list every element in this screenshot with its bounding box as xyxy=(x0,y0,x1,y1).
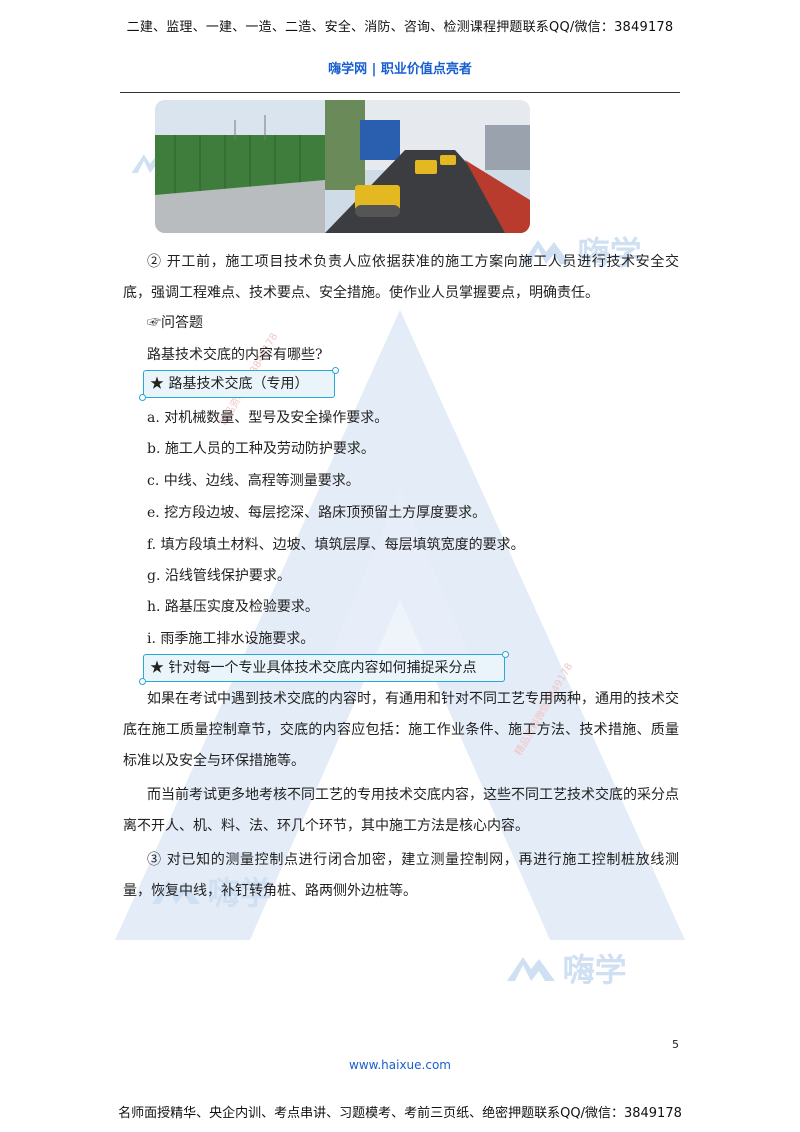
page-number: 5 xyxy=(672,1038,679,1051)
list-item: c. 中线、边线、高程等测量要求。 xyxy=(147,473,360,489)
watermark-triangle-logo xyxy=(115,310,685,940)
watermark-mountain-icon xyxy=(152,880,200,904)
bottom-promo-banner: 名师面授精华、央企内训、考点串讲、习题模考、考前三页纸、绝密押题联系QQ/微信：… xyxy=(118,1106,682,1121)
watermark-logo-top: 嗨学 xyxy=(520,228,642,274)
paragraph-briefing-types: 如果在考试中遇到技术交底的内容时，有通用和针对不同工艺专用两种，通用的技术交底在… xyxy=(123,691,679,769)
list-item: b. 施工人员的工种及劳动防护要求。 xyxy=(147,441,375,457)
paragraph-kickoff-briefing: ② 开工前，施工项目技术负责人应依据获准的施工方案向施工人员进行技术安全交底，强… xyxy=(123,254,679,301)
list-item: g. 沿线管线保护要求。 xyxy=(147,568,291,584)
site-url-link[interactable]: www.haixue.com xyxy=(349,1058,451,1072)
header-divider xyxy=(120,92,680,93)
watermark-brand-text: 嗨学 xyxy=(207,874,272,912)
paragraph-exam-focus: 而当前考试更多地考核不同工艺的专用技术交底内容，这些不同工艺技术交底的采分点离不… xyxy=(123,787,679,834)
highlight-banner-subgrade-briefing: ★ 路基技术交底（专用） xyxy=(139,367,339,401)
watermark-brand-text: 嗨学 xyxy=(562,951,627,989)
list-item: f. 填方段填土材料、边坡、填筑层厚、每层填筑宽度的要求。 xyxy=(147,537,525,553)
watermark-logo-bottom: 嗨学 xyxy=(505,945,627,991)
watermark-logo-mid: 嗨学 xyxy=(150,868,272,914)
highlight-banner-scoring-points: ★ 针对每一个专业具体技术交底内容如何捕捉采分点 xyxy=(139,651,509,685)
list-item: a. 对机械数量、型号及安全操作要求。 xyxy=(147,410,389,426)
list-item: i. 雨季施工排水设施要求。 xyxy=(147,631,315,647)
list-item: h. 路基压实度及检验要求。 xyxy=(147,599,319,615)
top-promo-banner: 二建、监理、一建、一造、二造、安全、消防、咨询、检测课程押题联系QQ/微信：38… xyxy=(126,20,674,35)
question-label: ☞问答题 xyxy=(147,315,203,331)
watermark-brand-text: 嗨学 xyxy=(577,234,642,272)
list-item: e. 挖方段边坡、每层挖深、路床顶预留土方厚度要求。 xyxy=(147,505,487,521)
paragraph-survey-control: ③ 对已知的测量控制点进行闭合加密，建立测量控制网，再进行施工控制桩放线测量，恢… xyxy=(123,852,679,899)
site-title: 嗨学网 | 职业价值点亮者 xyxy=(328,62,472,77)
banner-text: ★ 路基技术交底（专用） xyxy=(150,376,309,392)
watermark-mountain-icon xyxy=(507,957,555,981)
banner-text: ★ 针对每一个专业具体技术交底内容如何捕捉采分点 xyxy=(150,660,477,676)
construction-photo xyxy=(155,100,530,233)
watermark-mountain-icon xyxy=(522,240,570,264)
question-text: 路基技术交底的内容有哪些? xyxy=(147,347,323,363)
